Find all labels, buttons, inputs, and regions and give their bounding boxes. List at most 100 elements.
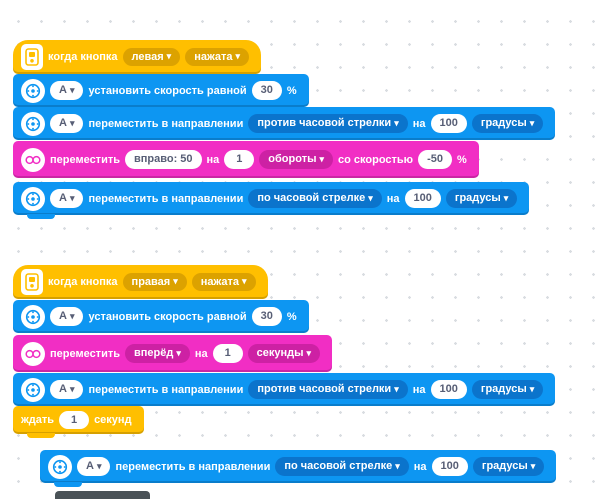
dropdown-value: градусы [480,383,527,396]
chevron-down-icon: ▾ [166,51,172,62]
block-label: когда кнопка [48,276,118,288]
chevron-down-icon: ▾ [503,192,509,203]
amount-input[interactable]: 100 [430,380,467,399]
amount-input[interactable]: 1 [212,344,243,363]
speed-value-input[interactable]: 30 [251,307,282,326]
hub-button-icon [21,44,43,70]
motor-icon [48,454,72,479]
chevron-down-icon: ▾ [96,460,102,471]
unit-dropdown[interactable]: секунды ▾ [247,344,321,363]
dropdown-value: A [59,117,67,130]
drive-base-icon [21,147,45,172]
chevron-down-icon: ▾ [69,117,75,128]
port-dropdown[interactable]: A ▾ [50,114,84,133]
for-label: на [412,383,426,396]
wait-value-input[interactable]: 1 [59,410,90,430]
block-run-direction-ccw[interactable]: A ▾ переместить в направлении против час… [13,373,556,406]
chevron-down-icon: ▾ [69,383,75,394]
dropdown-value: нажата [200,275,240,288]
block-label: переместить [50,153,120,166]
dropdown-value: против часовой стрелки [257,117,392,130]
dropdown-value: правая [131,275,171,288]
block-run-direction-cw[interactable]: A ▾ переместить в направлении по часовой… [40,450,557,487]
percent-label: % [456,153,467,166]
state-dropdown[interactable]: нажата ▾ [191,272,256,292]
dropdown-value: секунды [256,347,304,360]
hub-button-icon [21,269,43,295]
dropdown-value: по часовой стрелке [257,192,366,205]
dropdown-value: по часовой стрелке [284,460,393,473]
chevron-down-icon: ▾ [394,383,399,394]
button-dropdown[interactable]: правая ▾ [122,272,187,292]
direction-dropdown[interactable]: по часовой стрелке ▾ [248,189,382,208]
chevron-down-icon: ▾ [69,192,75,203]
amount-input[interactable]: 100 [404,189,441,208]
block-move-steering[interactable]: переместить вправо: 50 на 1 обороты ▾ со… [13,141,479,178]
hat-block-when-button-right[interactable]: когда кнопка правая ▾ нажата ▾ [13,265,268,299]
port-dropdown[interactable]: A ▾ [50,189,84,208]
block-move-forward[interactable]: переместить вперёд ▾ на 1 секунды ▾ [13,335,333,372]
dropdown-value: A [86,460,94,473]
block-label: переместить в направлении [88,383,244,396]
chevron-down-icon: ▾ [319,153,325,164]
speed-value-input[interactable]: 30 [251,81,282,100]
amount-input[interactable]: 100 [430,114,467,133]
block-wait[interactable]: ждать 1 секунд [13,406,144,438]
steering-picker[interactable]: вправо: 50 [124,150,202,169]
chevron-down-icon: ▾ [306,347,312,358]
port-dropdown[interactable]: A ▾ [77,457,111,476]
direction-dropdown[interactable]: против часовой стрелки ▾ [248,114,408,133]
block-label: установить скорость равной [88,84,247,97]
block-run-direction-cw[interactable]: A ▾ переместить в направлении по часовой… [13,182,530,219]
block-label: переместить в направлении [88,192,244,205]
block-label: установить скорость равной [88,310,247,323]
amount-input[interactable]: 1 [224,150,255,169]
chevron-down-icon: ▾ [368,192,373,203]
chevron-down-icon: ▾ [173,276,178,287]
unit-dropdown[interactable]: обороты ▾ [259,150,334,169]
direction-dropdown[interactable]: по часовой стрелке ▾ [275,457,409,476]
motor-icon [21,377,45,402]
motor-icon [21,186,45,211]
block-label: переместить в направлении [115,460,271,473]
for-label: на [412,117,426,130]
unit-label: % [286,84,297,97]
unit-dropdown[interactable]: градусы ▾ [472,457,545,476]
direction-dropdown[interactable]: вперёд ▾ [124,344,190,363]
speed-input[interactable]: -50 [418,150,452,169]
dropdown-value: A [59,84,67,97]
chevron-down-icon: ▾ [242,276,247,287]
block-label: переместить в направлении [88,117,244,130]
state-dropdown[interactable]: нажата ▾ [185,47,250,67]
port-dropdown[interactable]: A ▾ [50,81,84,100]
block-set-speed[interactable]: A ▾ установить скорость равной 30 % [13,74,309,107]
dropdown-value: A [59,383,67,396]
amount-input[interactable]: 100 [431,457,468,476]
direction-dropdown[interactable]: против часовой стрелки ▾ [248,380,408,399]
for-label: на [206,153,220,166]
dropdown-value: левая [131,50,164,63]
block-label: переместить [50,347,120,360]
for-label: на [194,347,208,360]
block-label: когда кнопка [48,51,118,63]
block-run-direction-ccw[interactable]: A ▾ переместить в направлении против час… [13,107,556,140]
hat-block-when-button-left[interactable]: когда кнопка левая ▾ нажата ▾ [13,40,262,74]
dropdown-value: нажата [194,50,233,63]
port-dropdown[interactable]: A ▾ [50,307,84,326]
button-dropdown[interactable]: левая ▾ [122,47,181,67]
port-dropdown[interactable]: A ▾ [50,380,84,399]
unit-dropdown[interactable]: градусы ▾ [471,380,544,399]
dropdown-value: A [59,310,67,323]
block-set-speed[interactable]: A ▾ установить скорость равной 30 % [13,300,309,333]
for-label: на [413,460,427,473]
dropdown-value: A [59,192,67,205]
dropdown-value: против часовой стрелки [257,383,392,396]
chevron-down-icon: ▾ [530,460,536,471]
unit-dropdown[interactable]: градусы ▾ [445,189,518,208]
occluded-block-edge[interactable] [55,491,150,499]
unit-label: % [286,310,297,323]
unit-dropdown[interactable]: градусы ▾ [471,114,544,133]
unit-label: секунд [94,414,132,426]
chevron-down-icon: ▾ [235,51,241,62]
